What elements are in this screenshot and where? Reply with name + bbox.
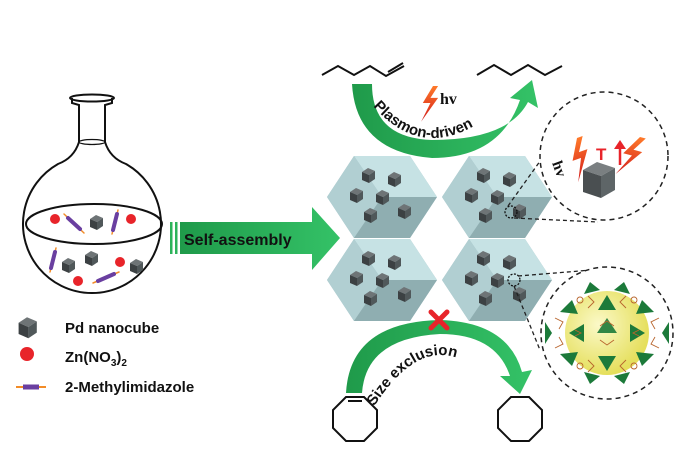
hv-label: hv bbox=[440, 91, 457, 108]
hexene-molecule bbox=[321, 62, 405, 78]
red-dot-icon bbox=[20, 347, 34, 361]
self-assembly-label: Self-assembly bbox=[184, 232, 292, 249]
legend-pd-nanocube: Pd nanocube bbox=[65, 320, 159, 337]
legend-zinc-nitrate: Zn(NO3)2 bbox=[65, 349, 127, 369]
mof-particle bbox=[327, 239, 437, 321]
cube-icon bbox=[18, 317, 37, 339]
round-bottom-flask bbox=[22, 93, 163, 294]
size-exclusion-arrow: Size exclusion bbox=[346, 320, 532, 409]
inset-photothermal: T hv bbox=[504, 91, 669, 223]
legend: Pd nanocube Zn(NO3)2 2-Methylimidazole bbox=[16, 317, 194, 396]
arrow-up-icon bbox=[614, 140, 626, 165]
blocked-x-icon bbox=[428, 309, 450, 331]
flask-contents bbox=[49, 209, 143, 286]
inset-hv-label: hv bbox=[548, 159, 569, 180]
mof-particle bbox=[327, 156, 437, 238]
self-assembly-arrow: Self-assembly bbox=[170, 207, 340, 270]
cyclooctane-molecule bbox=[497, 396, 543, 442]
hexane-molecule bbox=[476, 63, 563, 77]
cyclooctene-molecule bbox=[332, 396, 378, 442]
legend-2-methylimidazole: 2-Methylimidazole bbox=[65, 379, 194, 396]
temperature-label: T bbox=[596, 145, 607, 164]
mof-particle bbox=[442, 239, 552, 321]
inset-mof-structure bbox=[507, 266, 674, 400]
lightning-icon bbox=[421, 86, 439, 122]
mof-particle bbox=[442, 156, 552, 238]
